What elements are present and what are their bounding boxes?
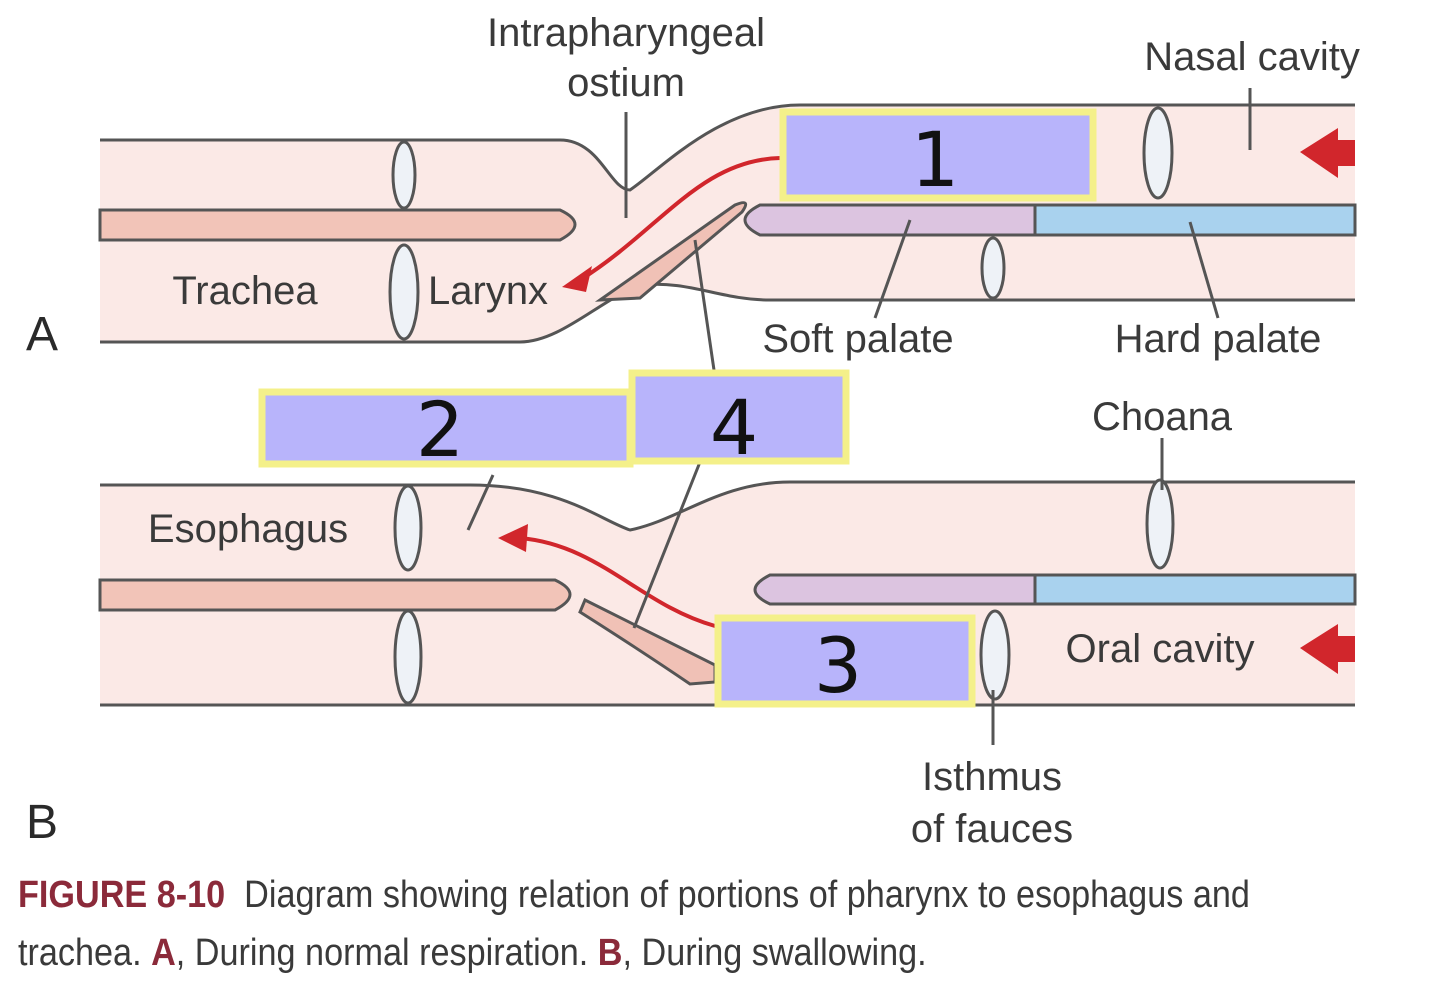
leader-box4-upper <box>693 239 716 371</box>
hard-palate-shape <box>1033 203 1357 237</box>
label-isthmus-line2: of fauces <box>911 807 1073 851</box>
epiglottis-b <box>578 597 717 686</box>
leader-hard-palate <box>1188 221 1220 319</box>
esophagus-wall <box>98 578 572 612</box>
airflow-arrow-a <box>578 156 781 282</box>
label-hard-palate: Hard palate <box>1115 317 1322 361</box>
leader-box2 <box>466 474 495 531</box>
label-soft-palate: Soft palate <box>762 317 953 361</box>
oval-a-1 <box>391 140 417 210</box>
answer-box-3[interactable]: 3 <box>714 614 976 710</box>
oval-b-3 <box>1145 478 1175 570</box>
caption-line-2: trachea. A, During normal respiration. B… <box>18 924 1287 982</box>
oval-a-2 <box>388 243 420 341</box>
answer-box-2[interactable]: 2 <box>258 385 634 474</box>
panel-label-a: A <box>26 308 58 361</box>
entry-arrow-oral <box>1300 624 1355 674</box>
label-choana: Choana <box>1092 395 1233 439</box>
label-intrapharyngeal-line1: Intrapharyngeal <box>487 11 765 55</box>
oval-b-1 <box>393 484 423 572</box>
epiglottis-a <box>594 201 748 302</box>
answer-box-1[interactable]: 1 <box>779 108 1097 204</box>
airflow-arrowhead-a <box>562 266 592 292</box>
trachea-wall <box>98 208 577 242</box>
soft-palate-shape <box>743 203 1037 237</box>
food-arrowhead-b <box>498 524 528 552</box>
answer-box-2-number: 2 <box>416 385 464 474</box>
entry-arrow-nasal <box>1300 128 1355 178</box>
panel-a-upper-outline <box>100 103 1355 192</box>
caption-line-1: FIGURE 8-10 Diagram showing relation of … <box>18 866 1287 924</box>
answer-box-4-number: 4 <box>710 383 758 472</box>
figure-caption: FIGURE 8-10 Diagram showing relation of … <box>18 866 1287 982</box>
hard-palate-shape-b <box>1033 573 1357 606</box>
soft-palate-shape-b <box>753 573 1037 606</box>
answer-box-1-number: 1 <box>911 115 959 204</box>
panel-label-b: B <box>26 796 58 849</box>
label-larynx: Larynx <box>428 269 548 313</box>
food-arrow-b <box>519 536 716 628</box>
answer-box-3-number: 3 <box>814 621 862 710</box>
label-esophagus: Esophagus <box>148 507 348 551</box>
oval-a-3 <box>1142 106 1174 200</box>
caption-text-b: , During swallowing. <box>622 932 927 974</box>
caption-key-a: A <box>151 932 176 974</box>
caption-text-a: , During normal respiration. <box>175 932 589 974</box>
panel-b-upper-outline <box>100 480 1355 532</box>
leader-box4-lower <box>632 461 702 629</box>
label-isthmus-line1: Isthmus <box>922 755 1062 799</box>
label-oral-cavity: Oral cavity <box>1066 627 1255 671</box>
caption-text-1: Diagram showing relation of portions of … <box>244 874 1250 916</box>
label-nasal-cavity: Nasal cavity <box>1144 35 1360 79</box>
caption-key-b: B <box>597 932 623 974</box>
label-intrapharyngeal-line2: ostium <box>567 61 685 105</box>
answer-box-4[interactable]: 4 <box>628 369 850 472</box>
oval-b-4 <box>979 609 1011 701</box>
caption-text-2: trachea. <box>18 932 142 974</box>
leader-soft-palate <box>873 219 912 319</box>
oval-b-2 <box>393 609 423 705</box>
oval-a-4 <box>980 236 1006 300</box>
caption-figure-number: FIGURE 8-10 <box>18 874 226 916</box>
label-trachea: Trachea <box>172 269 318 313</box>
